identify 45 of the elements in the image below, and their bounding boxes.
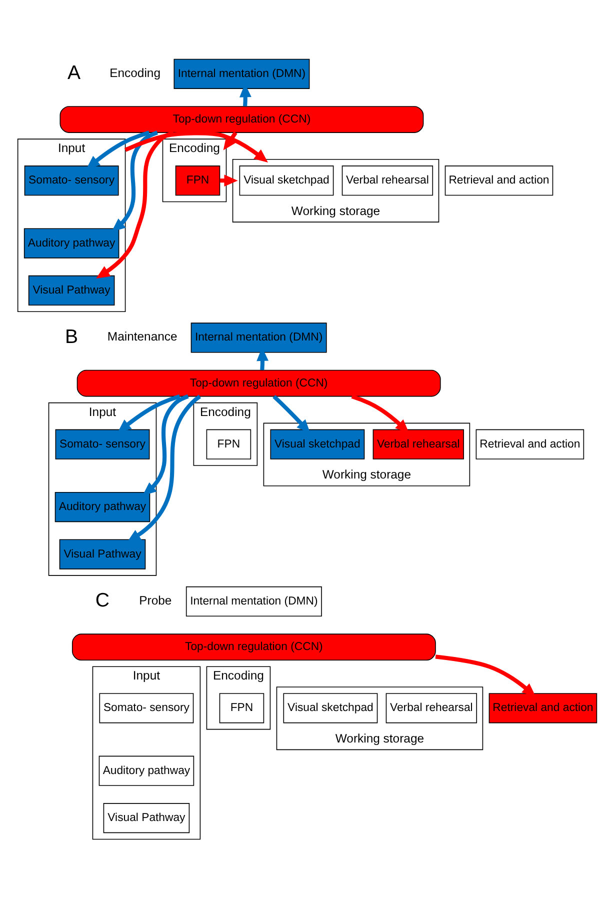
arrow bbox=[112, 130, 158, 232]
node-box: Auditory pathway bbox=[54, 491, 150, 522]
node-box: Internal mentation (DMN) bbox=[186, 586, 322, 616]
label: Probe bbox=[139, 592, 172, 607]
node-box: FPN bbox=[206, 428, 252, 459]
node-box: Visual sketchpad bbox=[270, 428, 365, 459]
node-box: Visual Pathway bbox=[103, 802, 190, 833]
node-box: Auditory pathway bbox=[24, 228, 120, 258]
arrow bbox=[220, 174, 238, 186]
node-box: Retrieval and action bbox=[476, 428, 584, 459]
arrow bbox=[127, 394, 202, 542]
node-box: FPN bbox=[219, 692, 264, 723]
arrow bbox=[124, 130, 268, 162]
node-box: Visual sketchpad bbox=[283, 692, 378, 723]
node-box: Internal mentation (DMN) bbox=[190, 322, 327, 352]
node-box: Top-down regulation (CCN) bbox=[76, 369, 441, 396]
label: C bbox=[95, 589, 110, 612]
node-box: Auditory pathway bbox=[98, 755, 194, 786]
node-box: Verbal rehearsal bbox=[342, 165, 434, 196]
arrow bbox=[96, 130, 174, 278]
node-box: Retrieval and action bbox=[488, 692, 598, 723]
arrow bbox=[435, 654, 536, 696]
node-box: Somato- sensory bbox=[99, 692, 194, 723]
node-box: Visual Pathway bbox=[59, 538, 146, 569]
node-box: Visual Pathway bbox=[28, 274, 115, 306]
node-box: Retrieval and action bbox=[444, 165, 554, 196]
label: Maintenance bbox=[107, 329, 178, 344]
node-box: Visual sketchpad bbox=[239, 165, 334, 196]
arrow bbox=[351, 394, 410, 433]
node-box: Verbal rehearsal bbox=[386, 692, 478, 723]
arrow bbox=[223, 131, 238, 150]
arrow bbox=[117, 394, 180, 432]
node-box: FPN bbox=[175, 165, 220, 196]
node-box: Somato- sensory bbox=[55, 428, 150, 459]
label: Encoding bbox=[110, 65, 161, 80]
node-box: Somato- sensory bbox=[24, 165, 119, 196]
node-box: Top-down regulation (CCN) bbox=[72, 633, 436, 660]
label: A bbox=[67, 61, 81, 84]
node-box: Top-down regulation (CCN) bbox=[60, 106, 424, 132]
node-box: Verbal rehearsal bbox=[372, 428, 464, 459]
arrow bbox=[272, 394, 310, 433]
arrow bbox=[142, 394, 189, 496]
arrow bbox=[86, 130, 150, 169]
label: B bbox=[65, 325, 78, 348]
node-box: Internal mentation (DMN) bbox=[174, 58, 310, 88]
